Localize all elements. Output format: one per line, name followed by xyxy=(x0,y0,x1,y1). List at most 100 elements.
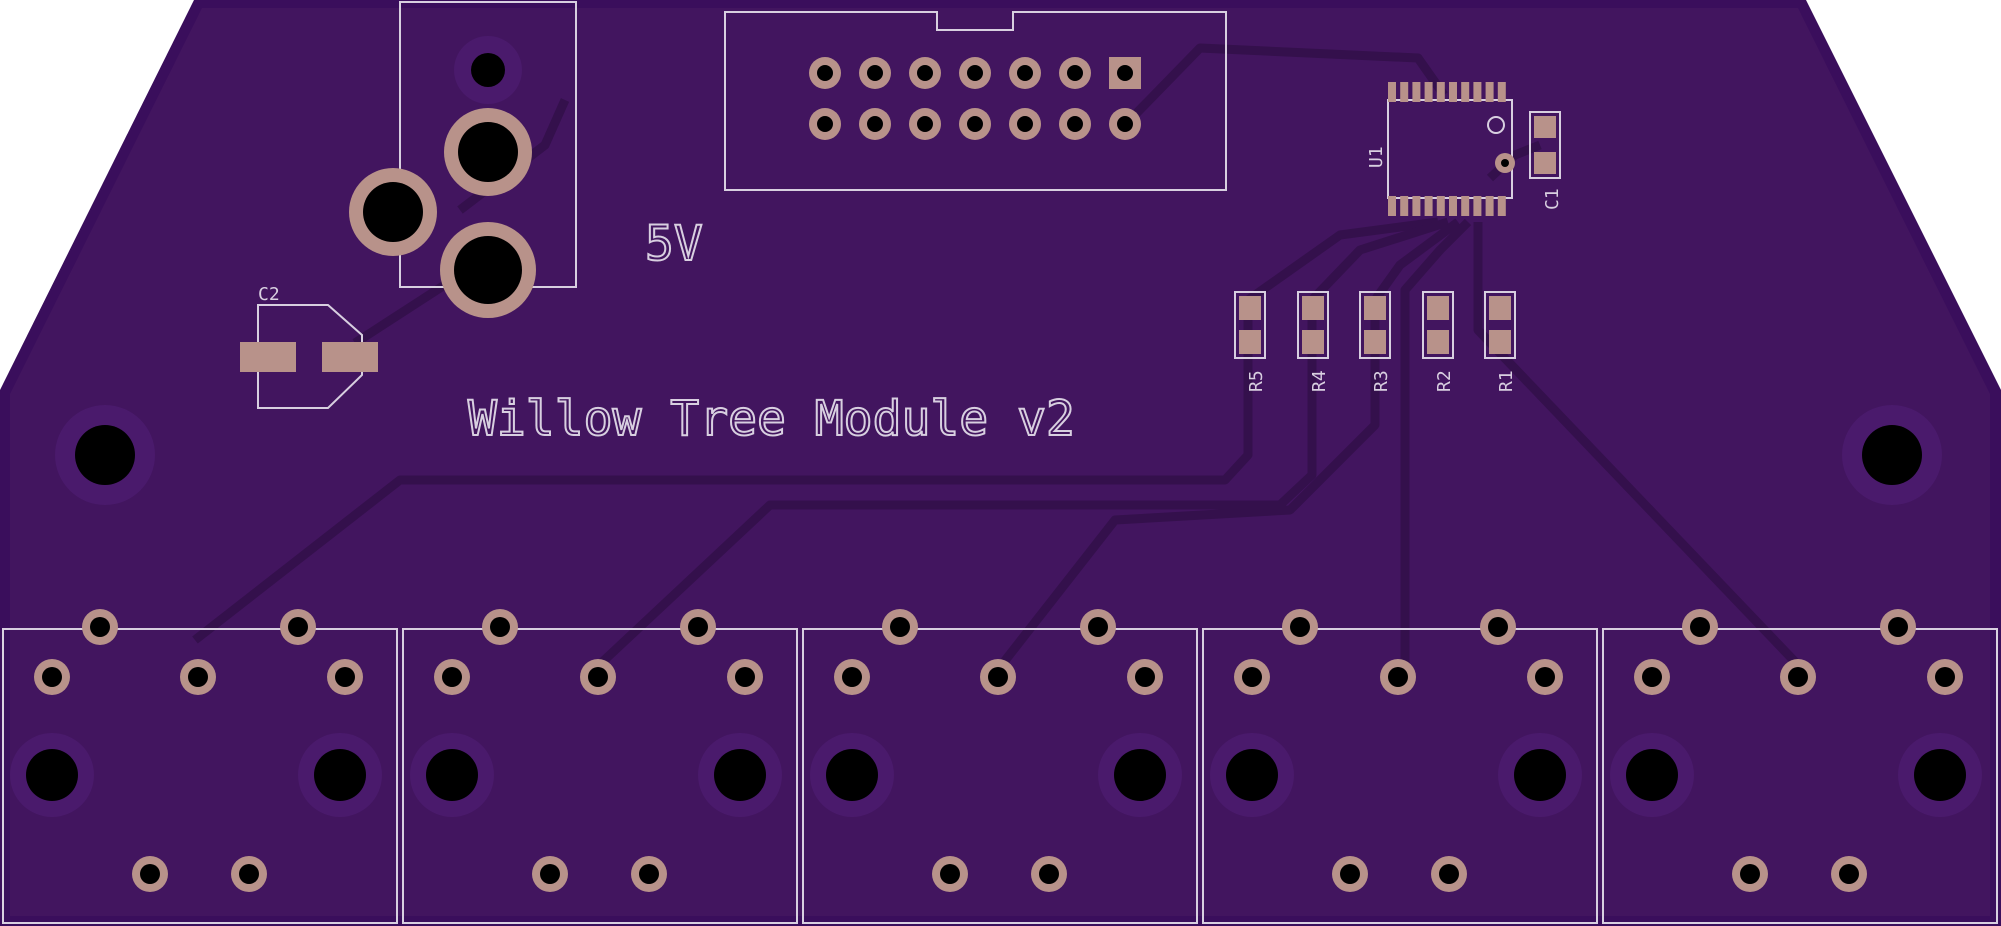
c1-pad-bottom xyxy=(1534,152,1556,174)
r4-pad-top xyxy=(1302,296,1324,320)
c2-pad-1 xyxy=(240,342,296,372)
jack-mount-hole xyxy=(1226,749,1278,801)
r1-outline xyxy=(1484,291,1516,359)
header-pin-hole xyxy=(967,116,983,132)
header-pin-hole xyxy=(817,65,833,81)
jack-pin-hole xyxy=(1740,864,1760,884)
u1-pad-top xyxy=(1436,82,1445,102)
audio-jack-2 xyxy=(410,609,782,892)
jack-mount-hole xyxy=(426,749,478,801)
mounting-hole-left xyxy=(75,425,135,485)
jack-mount-hole xyxy=(314,749,366,801)
u1-pin1-marker xyxy=(1487,116,1505,134)
power-jack-small-hole-core xyxy=(471,53,505,87)
header-pin-hole xyxy=(867,116,883,132)
box-header-pins xyxy=(809,57,1141,140)
r5-pad-top xyxy=(1239,296,1261,320)
jack-pin-hole xyxy=(188,667,208,687)
jack-mount-hole xyxy=(1514,749,1566,801)
u1-pad-top xyxy=(1400,82,1409,102)
jack-pin-hole xyxy=(1135,667,1155,687)
jack-pin-hole xyxy=(490,617,510,637)
jack-outline-2 xyxy=(402,628,798,924)
u1-pad-top xyxy=(1449,82,1457,102)
jack-pin-hole xyxy=(335,667,355,687)
header-pin-hole xyxy=(867,65,883,81)
power-jack-hole-2 xyxy=(363,182,423,242)
jack-outline-5 xyxy=(1602,628,1998,924)
c1-pad-top xyxy=(1534,116,1556,138)
copper-traces xyxy=(192,43,1804,671)
r1-label: R1 xyxy=(1496,370,1517,392)
u1-pad-bottom xyxy=(1400,196,1409,216)
jack-pin-hole xyxy=(288,617,308,637)
jack-mount-hole xyxy=(714,749,766,801)
header-pin-hole xyxy=(1067,65,1083,81)
power-jack-hole-1 xyxy=(458,122,518,182)
r3-outline xyxy=(1359,291,1391,359)
jack-pin-hole xyxy=(988,667,1008,687)
header-pin-hole xyxy=(1067,116,1083,132)
u1-pad-bottom xyxy=(1497,196,1506,216)
jack-pin-hole xyxy=(588,667,608,687)
r3-pad-top xyxy=(1364,296,1386,320)
jack-mount-hole xyxy=(826,749,878,801)
jack-pin-hole xyxy=(442,667,462,687)
u1-pad-top xyxy=(1412,82,1421,102)
header-pin-hole xyxy=(1117,65,1133,81)
u1-pad-top xyxy=(1424,82,1433,102)
header-pin-hole xyxy=(917,116,933,132)
u1-label: U1 xyxy=(1366,146,1387,168)
trace xyxy=(996,218,1461,670)
jack-pin-hole xyxy=(688,617,708,637)
jack-pin-hole xyxy=(1488,617,1508,637)
mounting-holes xyxy=(55,405,1942,505)
box-header-outline xyxy=(724,11,1227,191)
audio-jack-4 xyxy=(1210,609,1582,892)
audio-jack-3 xyxy=(810,609,1182,892)
jack-pin-hole xyxy=(1039,864,1059,884)
u1-pad-top xyxy=(1473,82,1482,102)
trace xyxy=(1121,43,1448,129)
header-pin-hole xyxy=(1017,65,1033,81)
jack-pin-hole xyxy=(239,864,259,884)
r2-pad-bottom xyxy=(1427,330,1449,354)
jack-pin-hole xyxy=(42,667,62,687)
jack-pin-hole xyxy=(1888,617,1908,637)
jack-mount-hole xyxy=(26,749,78,801)
u1-pad-top xyxy=(1485,82,1494,102)
trace xyxy=(192,217,1439,644)
header-pin-hole xyxy=(817,116,833,132)
r3-label: R3 xyxy=(1371,370,1392,392)
u1-pad-bottom xyxy=(1473,196,1482,216)
r5-pad-bottom xyxy=(1239,330,1261,354)
jack-outline-3 xyxy=(802,628,1198,924)
u1-pad-bottom xyxy=(1485,196,1494,216)
header-pin-hole xyxy=(917,65,933,81)
jack-pin-hole xyxy=(842,667,862,687)
r4-pad-bottom xyxy=(1302,330,1324,354)
c1-outline xyxy=(1529,111,1561,179)
jack-outline-4 xyxy=(1202,628,1598,924)
header-pin-hole xyxy=(967,65,983,81)
u1-pad-bottom xyxy=(1412,196,1421,216)
jack-mount-hole xyxy=(1914,749,1966,801)
c1-label: C1 xyxy=(1542,188,1563,210)
jack-pin-hole xyxy=(1088,617,1108,637)
jack-pin-hole xyxy=(1642,667,1662,687)
u1-pad-bottom xyxy=(1436,196,1445,216)
r3-pad-bottom xyxy=(1364,330,1386,354)
r4-outline xyxy=(1297,291,1329,359)
board-title: Willow Tree Module v2 xyxy=(468,391,1075,447)
r2-label: R2 xyxy=(1434,370,1455,392)
jack-pin-hole xyxy=(940,864,960,884)
jack-pin-hole xyxy=(1788,667,1808,687)
jack-pin-hole xyxy=(140,864,160,884)
power-jack xyxy=(349,36,536,318)
jack-pin-hole xyxy=(540,864,560,884)
jack-pin-hole xyxy=(1290,617,1310,637)
jack-pin-hole xyxy=(1439,864,1459,884)
voltage-label: 5V xyxy=(645,216,703,272)
u1-pad-top xyxy=(1388,82,1396,102)
